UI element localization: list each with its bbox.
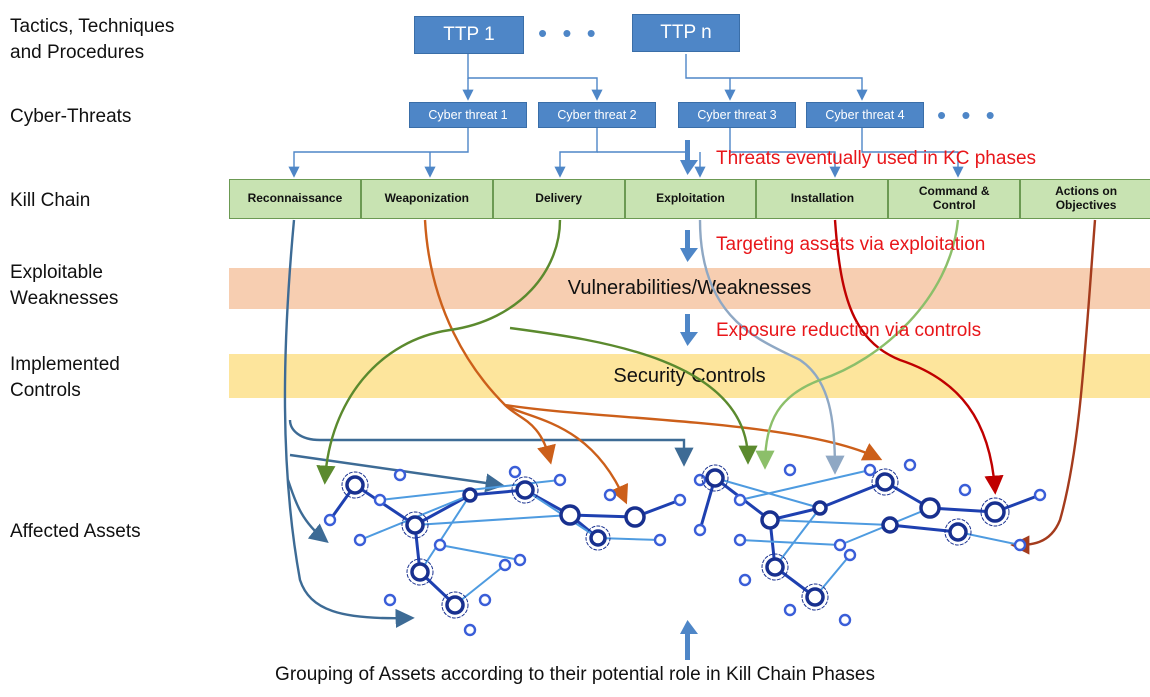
label-cyber-threats: Cyber-Threats (10, 106, 132, 127)
controls-band: Security Controls (229, 354, 1150, 398)
ttp-ellipsis: • • • (538, 18, 600, 48)
vulnerabilities-label: Vulnerabilities/Weaknesses (567, 277, 812, 299)
asset-network-2 (693, 458, 1047, 627)
kc-phase-delivery: Delivery (492, 179, 625, 219)
label-ttp-line1: Tactics, Techniques (10, 16, 175, 37)
kc-phase-command-control: Command & Control (888, 179, 1021, 219)
cyber-threat-1-box: Cyber threat 1 (409, 102, 527, 128)
kc-phase-reconnaissance: Reconnaissance (229, 179, 361, 219)
note-exposure: Exposure reduction via controls (716, 320, 982, 341)
kill-chain-bar: Reconnaissance Weaponization Delivery Ex… (229, 179, 1150, 219)
label-controls: Implemented Controls (10, 352, 120, 403)
cyber-threat-2-box: Cyber threat 2 (538, 102, 656, 128)
kc-phase-actions-on-objectives: Actions on Objectives (1020, 179, 1150, 219)
label-weaknesses-line2: Weaknesses (10, 287, 119, 309)
label-ttp-line2: and Procedures (10, 41, 145, 63)
label-controls-line2: Controls (10, 379, 81, 401)
kc-phase-exploitation: Exploitation (624, 179, 757, 219)
label-weaknesses-line1: Exploitable (10, 262, 103, 283)
asset-network-1 (323, 465, 687, 637)
note-threats-used: Threats eventually used in KC phases (716, 148, 1037, 169)
ttp-n-box: TTP n (632, 14, 740, 52)
bottom-caption: Grouping of Assets according to their po… (275, 664, 875, 685)
note-targeting: Targeting assets via exploitation (716, 234, 986, 255)
vulnerabilities-band: Vulnerabilities/Weaknesses (229, 268, 1150, 309)
label-ttp: Tactics, Techniques and Procedures (10, 14, 174, 65)
cyber-threat-3-box: Cyber threat 3 (678, 102, 796, 128)
kc-phase-weaponization: Weaponization (360, 179, 493, 219)
threat-ellipsis: • • • (937, 100, 999, 130)
label-weaknesses: Exploitable Weaknesses (10, 260, 118, 311)
kc-phase-installation: Installation (756, 179, 889, 219)
label-affected-assets: Affected Assets (10, 521, 141, 542)
label-controls-line1: Implemented (10, 354, 120, 375)
ttp-1-box: TTP 1 (414, 16, 524, 54)
cyber-threat-4-box: Cyber threat 4 (806, 102, 924, 128)
controls-label: Security Controls (613, 364, 766, 387)
label-kill-chain: Kill Chain (10, 190, 91, 211)
